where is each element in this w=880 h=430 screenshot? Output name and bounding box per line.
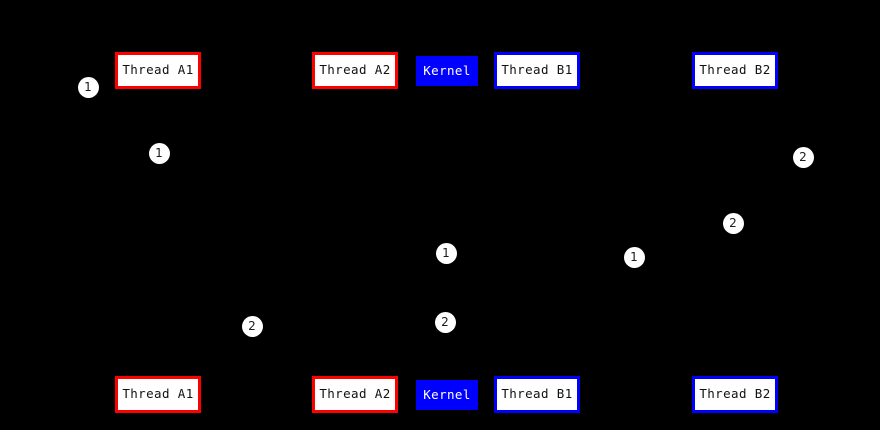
message-arrowhead-1 — [348, 149, 355, 157]
step-marker-2d: 2 — [792, 146, 814, 168]
participant-head-thread-b2[interactable]: Thread B2 — [692, 52, 778, 89]
participant-label-thread-b2: Thread B2 — [699, 62, 771, 78]
step-marker-label: 1 — [84, 80, 92, 94]
participant-foot-label-thread-a1: Thread A1 — [122, 386, 194, 402]
participant-foot-label-thread-b2: Thread B2 — [699, 386, 771, 402]
step-marker-2b: 2 — [434, 311, 456, 333]
step-marker-2c: 2 — [722, 212, 744, 234]
step-marker-label: 2 — [248, 319, 256, 333]
participant-foot-thread-b2[interactable]: Thread B2 — [692, 376, 778, 413]
step-marker-label: 1 — [442, 246, 450, 260]
participant-head-thread-a2[interactable]: Thread A2 — [312, 52, 398, 89]
participant-foot-thread-a2[interactable]: Thread A2 — [312, 376, 398, 413]
message-arrowhead-2 — [530, 249, 537, 257]
step-marker-2a: 2 — [241, 315, 263, 337]
message-arrowhead-3 — [537, 219, 544, 227]
step-marker-label: 2 — [729, 216, 737, 230]
step-marker-1b: 1 — [148, 142, 170, 164]
message-arrow-3 — [537, 223, 735, 224]
participant-label-thread-a2: Thread A2 — [319, 62, 391, 78]
message-arrowhead-4 — [158, 322, 165, 330]
participant-foot-label-kernel: Kernel — [423, 386, 471, 402]
participant-foot-thread-b1[interactable]: Thread B1 — [494, 376, 580, 413]
step-marker-1d: 1 — [623, 246, 645, 268]
participant-head-kernel[interactable]: Kernel — [416, 56, 478, 86]
participant-label-kernel: Kernel — [423, 62, 471, 78]
participant-foot-thread-a1[interactable]: Thread A1 — [115, 376, 201, 413]
participant-foot-label-thread-b1: Thread B1 — [501, 386, 573, 402]
activation-bar-thread-a2 — [350, 150, 360, 330]
participant-label-thread-a1: Thread A1 — [122, 62, 194, 78]
step-marker-label: 1 — [630, 250, 638, 264]
step-marker-label: 2 — [799, 150, 807, 164]
participant-foot-kernel[interactable]: Kernel — [416, 380, 478, 410]
step-marker-label: 2 — [441, 315, 449, 329]
message-arrow-5 — [447, 322, 537, 323]
participant-label-thread-b1: Thread B1 — [501, 62, 573, 78]
step-marker-1a: 1 — [77, 76, 99, 98]
participant-head-thread-a1[interactable]: Thread A1 — [115, 52, 201, 89]
participant-foot-label-thread-a2: Thread A2 — [319, 386, 391, 402]
participant-head-thread-b1[interactable]: Thread B1 — [494, 52, 580, 89]
step-marker-1c: 1 — [435, 242, 457, 264]
message-arrow-1 — [158, 153, 355, 154]
step-marker-label: 1 — [155, 146, 163, 160]
activation-bar-thread-b1 — [532, 200, 542, 320]
message-arrow-2 — [447, 253, 537, 254]
